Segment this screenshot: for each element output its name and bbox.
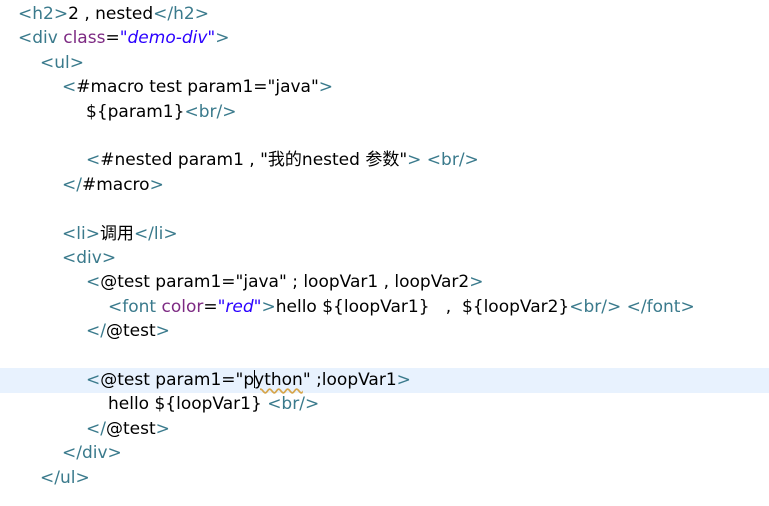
code-token-txt: #macro: [81, 174, 150, 195]
code-line[interactable]: <div class="demo-div">: [0, 26, 769, 51]
code-token-txt: #nested param1 , "我的nested 参数": [100, 150, 408, 171]
code-token-txt: " ;loopVar1: [302, 370, 397, 390]
code-token-txt: hello ${loopVar1}: [108, 394, 268, 415]
code-token-val: "demo-div": [119, 28, 216, 49]
code-token-txt: @test: [105, 418, 156, 439]
code-line[interactable]: <ul>: [0, 51, 769, 76]
code-token-txt: @test: [105, 321, 156, 342]
code-line[interactable]: </ul>: [0, 466, 769, 491]
code-line[interactable]: ${param1}<br/>: [0, 100, 769, 125]
code-line[interactable]: <li>调用</li>: [0, 222, 769, 247]
code-line[interactable]: <@test param1="java" ; loopVar1 , loopVa…: [0, 270, 769, 295]
code-token-tag: <div>: [62, 248, 117, 268]
text-cursor: [254, 370, 256, 388]
code-token-tag: </: [62, 174, 82, 195]
code-token-tag: >: [318, 77, 334, 98]
code-token-txt: #macro test param1="java": [76, 77, 319, 98]
code-line[interactable]: </@test>: [0, 417, 769, 442]
code-token-tag: <ul>: [40, 52, 84, 73]
code-token-tag: <br/>: [267, 394, 320, 415]
code-token-txt: 调用: [99, 223, 134, 244]
code-token-tag: </: [86, 418, 106, 439]
code-token-tag: </ul>: [40, 467, 90, 488]
code-token-tag: <li>: [62, 223, 100, 244]
code-token-tag: <div: [18, 28, 64, 49]
code-line[interactable]: </@test>: [0, 319, 769, 344]
code-token-tag: <: [62, 77, 77, 98]
code-token-tag: </h2>: [153, 4, 209, 24]
code-token-tag: <: [86, 150, 101, 171]
code-token-tag: <font: [108, 296, 162, 317]
code-token-tag: <: [86, 272, 101, 293]
code-token-attr: class: [63, 28, 106, 49]
code-token-tag: >: [469, 272, 484, 293]
code-token-tag: >: [155, 418, 170, 439]
code-line[interactable]: </#macro>: [0, 173, 769, 198]
code-line-current[interactable]: <@test param1="python" ;loopVar1>: [0, 368, 769, 393]
code-line[interactable]: <#macro test param1="java">: [0, 75, 769, 100]
code-line[interactable]: </div>: [0, 441, 769, 466]
code-token-attr: color: [161, 296, 204, 317]
code-token-tag: > <br/>: [407, 150, 479, 171]
code-token-tag: >: [155, 321, 170, 342]
code-token-tag: </div>: [62, 443, 122, 464]
code-token-tag: <h2>: [18, 4, 69, 24]
code-line[interactable]: [0, 197, 769, 222]
code-token-tag: <br/>: [184, 101, 237, 122]
code-token-txt: 2 , nested: [68, 4, 154, 24]
code-token-tag: >: [261, 296, 276, 317]
code-token-spell: ython: [254, 370, 303, 390]
code-token-tag: >: [215, 28, 230, 49]
code-token-tag: </: [86, 321, 106, 342]
code-token-eq: =: [203, 296, 218, 317]
code-token-txt: hello ${loopVar1} , ${loopVar2}: [275, 296, 570, 317]
code-line[interactable]: [0, 124, 769, 149]
code-line[interactable]: <#nested param1 , "我的nested 参数"> <br/>: [0, 148, 769, 173]
code-line[interactable]: <div>: [0, 246, 769, 271]
code-token-eq: =: [105, 28, 120, 49]
code-token-tag: >: [396, 370, 411, 390]
code-token-tag: <br/> </font>: [569, 296, 695, 317]
code-line[interactable]: <h2>2 , nested</h2>: [0, 2, 769, 27]
code-token-txt: @test param1="java" ; loopVar1 , loopVar…: [100, 272, 470, 293]
code-token-val: "red": [217, 296, 262, 317]
code-token-txt: @test param1="p: [100, 370, 255, 390]
code-token-tag: </li>: [133, 223, 178, 244]
code-token-txt: ${param1}: [86, 101, 185, 122]
code-line[interactable]: hello ${loopVar1} <br/>: [0, 392, 769, 417]
code-line[interactable]: <font color="red">hello ${loopVar1} , ${…: [0, 295, 769, 320]
code-line[interactable]: [0, 344, 769, 369]
code-token-tag: >: [149, 174, 164, 195]
code-token-tag: <: [86, 370, 101, 390]
